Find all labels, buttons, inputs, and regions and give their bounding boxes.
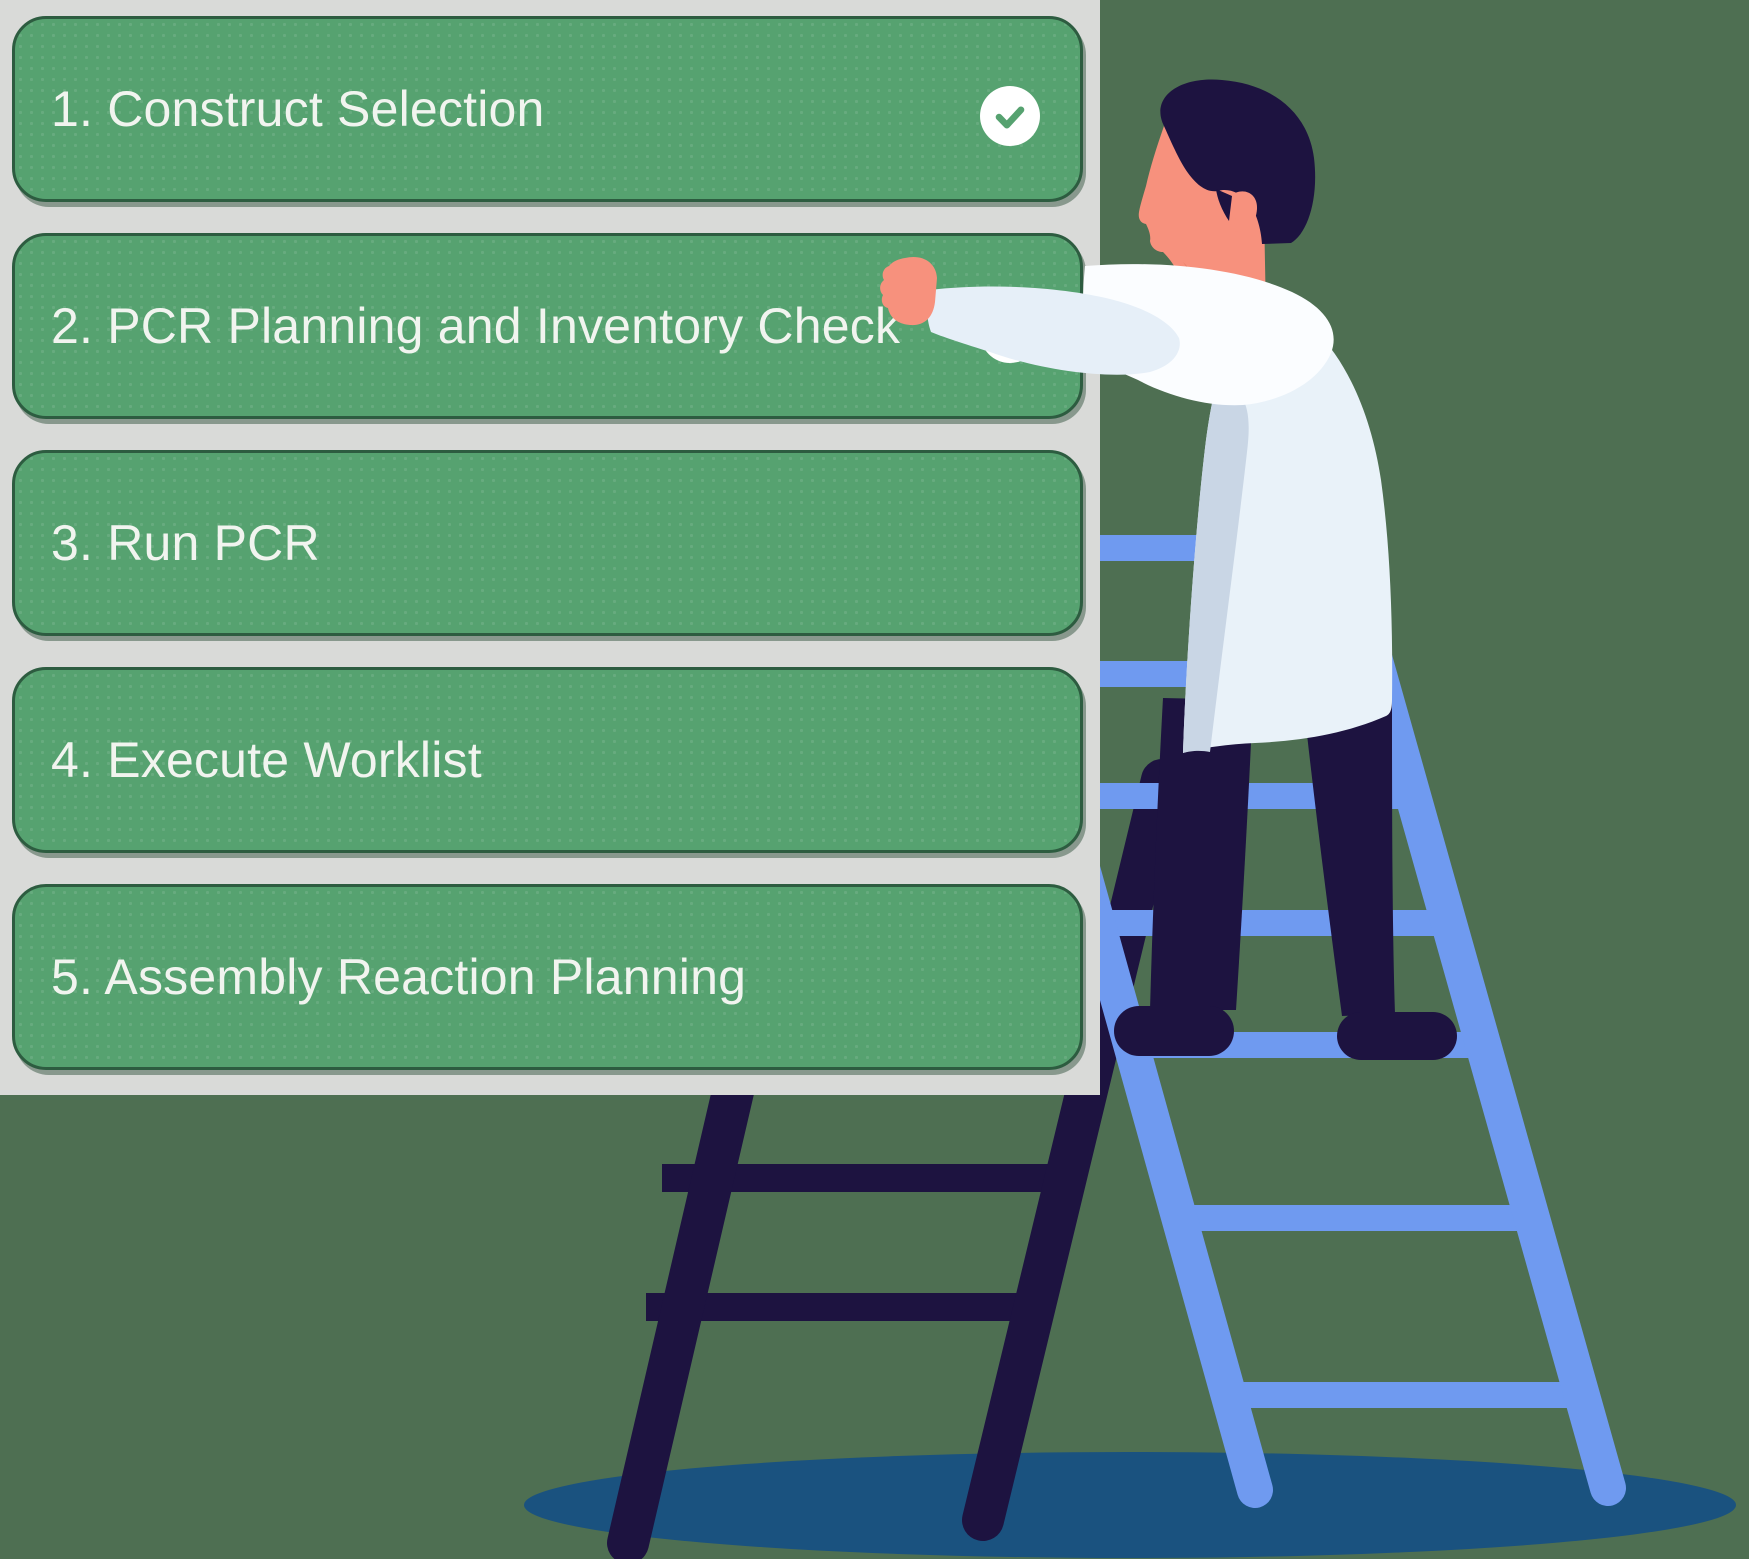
step-label-2: 2. PCR Planning and Inventory Check xyxy=(51,298,901,354)
step-button-5[interactable]: 5. Assembly Reaction Planning xyxy=(12,884,1083,1070)
step-button-1[interactable]: 1. Construct Selection xyxy=(12,16,1083,202)
step-label-4: 4. Execute Worklist xyxy=(51,732,482,788)
step-button-2[interactable]: 2. PCR Planning and Inventory Check xyxy=(12,233,1083,419)
step-label-1: 1. Construct Selection xyxy=(51,81,545,137)
checkmark-icon xyxy=(995,106,1025,129)
steps-panel: 1. Construct Selection 2. PCR Planning a… xyxy=(0,0,1100,1095)
progress-circle-icon xyxy=(980,303,1040,363)
back-ladder-rung xyxy=(646,1293,1050,1321)
step-label-3: 3. Run PCR xyxy=(51,515,320,571)
back-ladder-left-rail xyxy=(607,1019,766,1559)
check-circle-icon xyxy=(980,86,1040,146)
step-button-3[interactable]: 3. Run PCR xyxy=(12,450,1083,636)
back-ladder-right-rail xyxy=(962,759,1183,1541)
step-label-5: 5. Assembly Reaction Planning xyxy=(51,949,747,1005)
back-ladder xyxy=(607,759,1183,1559)
front-ladder-right-rail xyxy=(1292,412,1626,1506)
ground-shadow xyxy=(524,1452,1736,1558)
step-button-4[interactable]: 4. Execute Worklist xyxy=(12,667,1083,853)
